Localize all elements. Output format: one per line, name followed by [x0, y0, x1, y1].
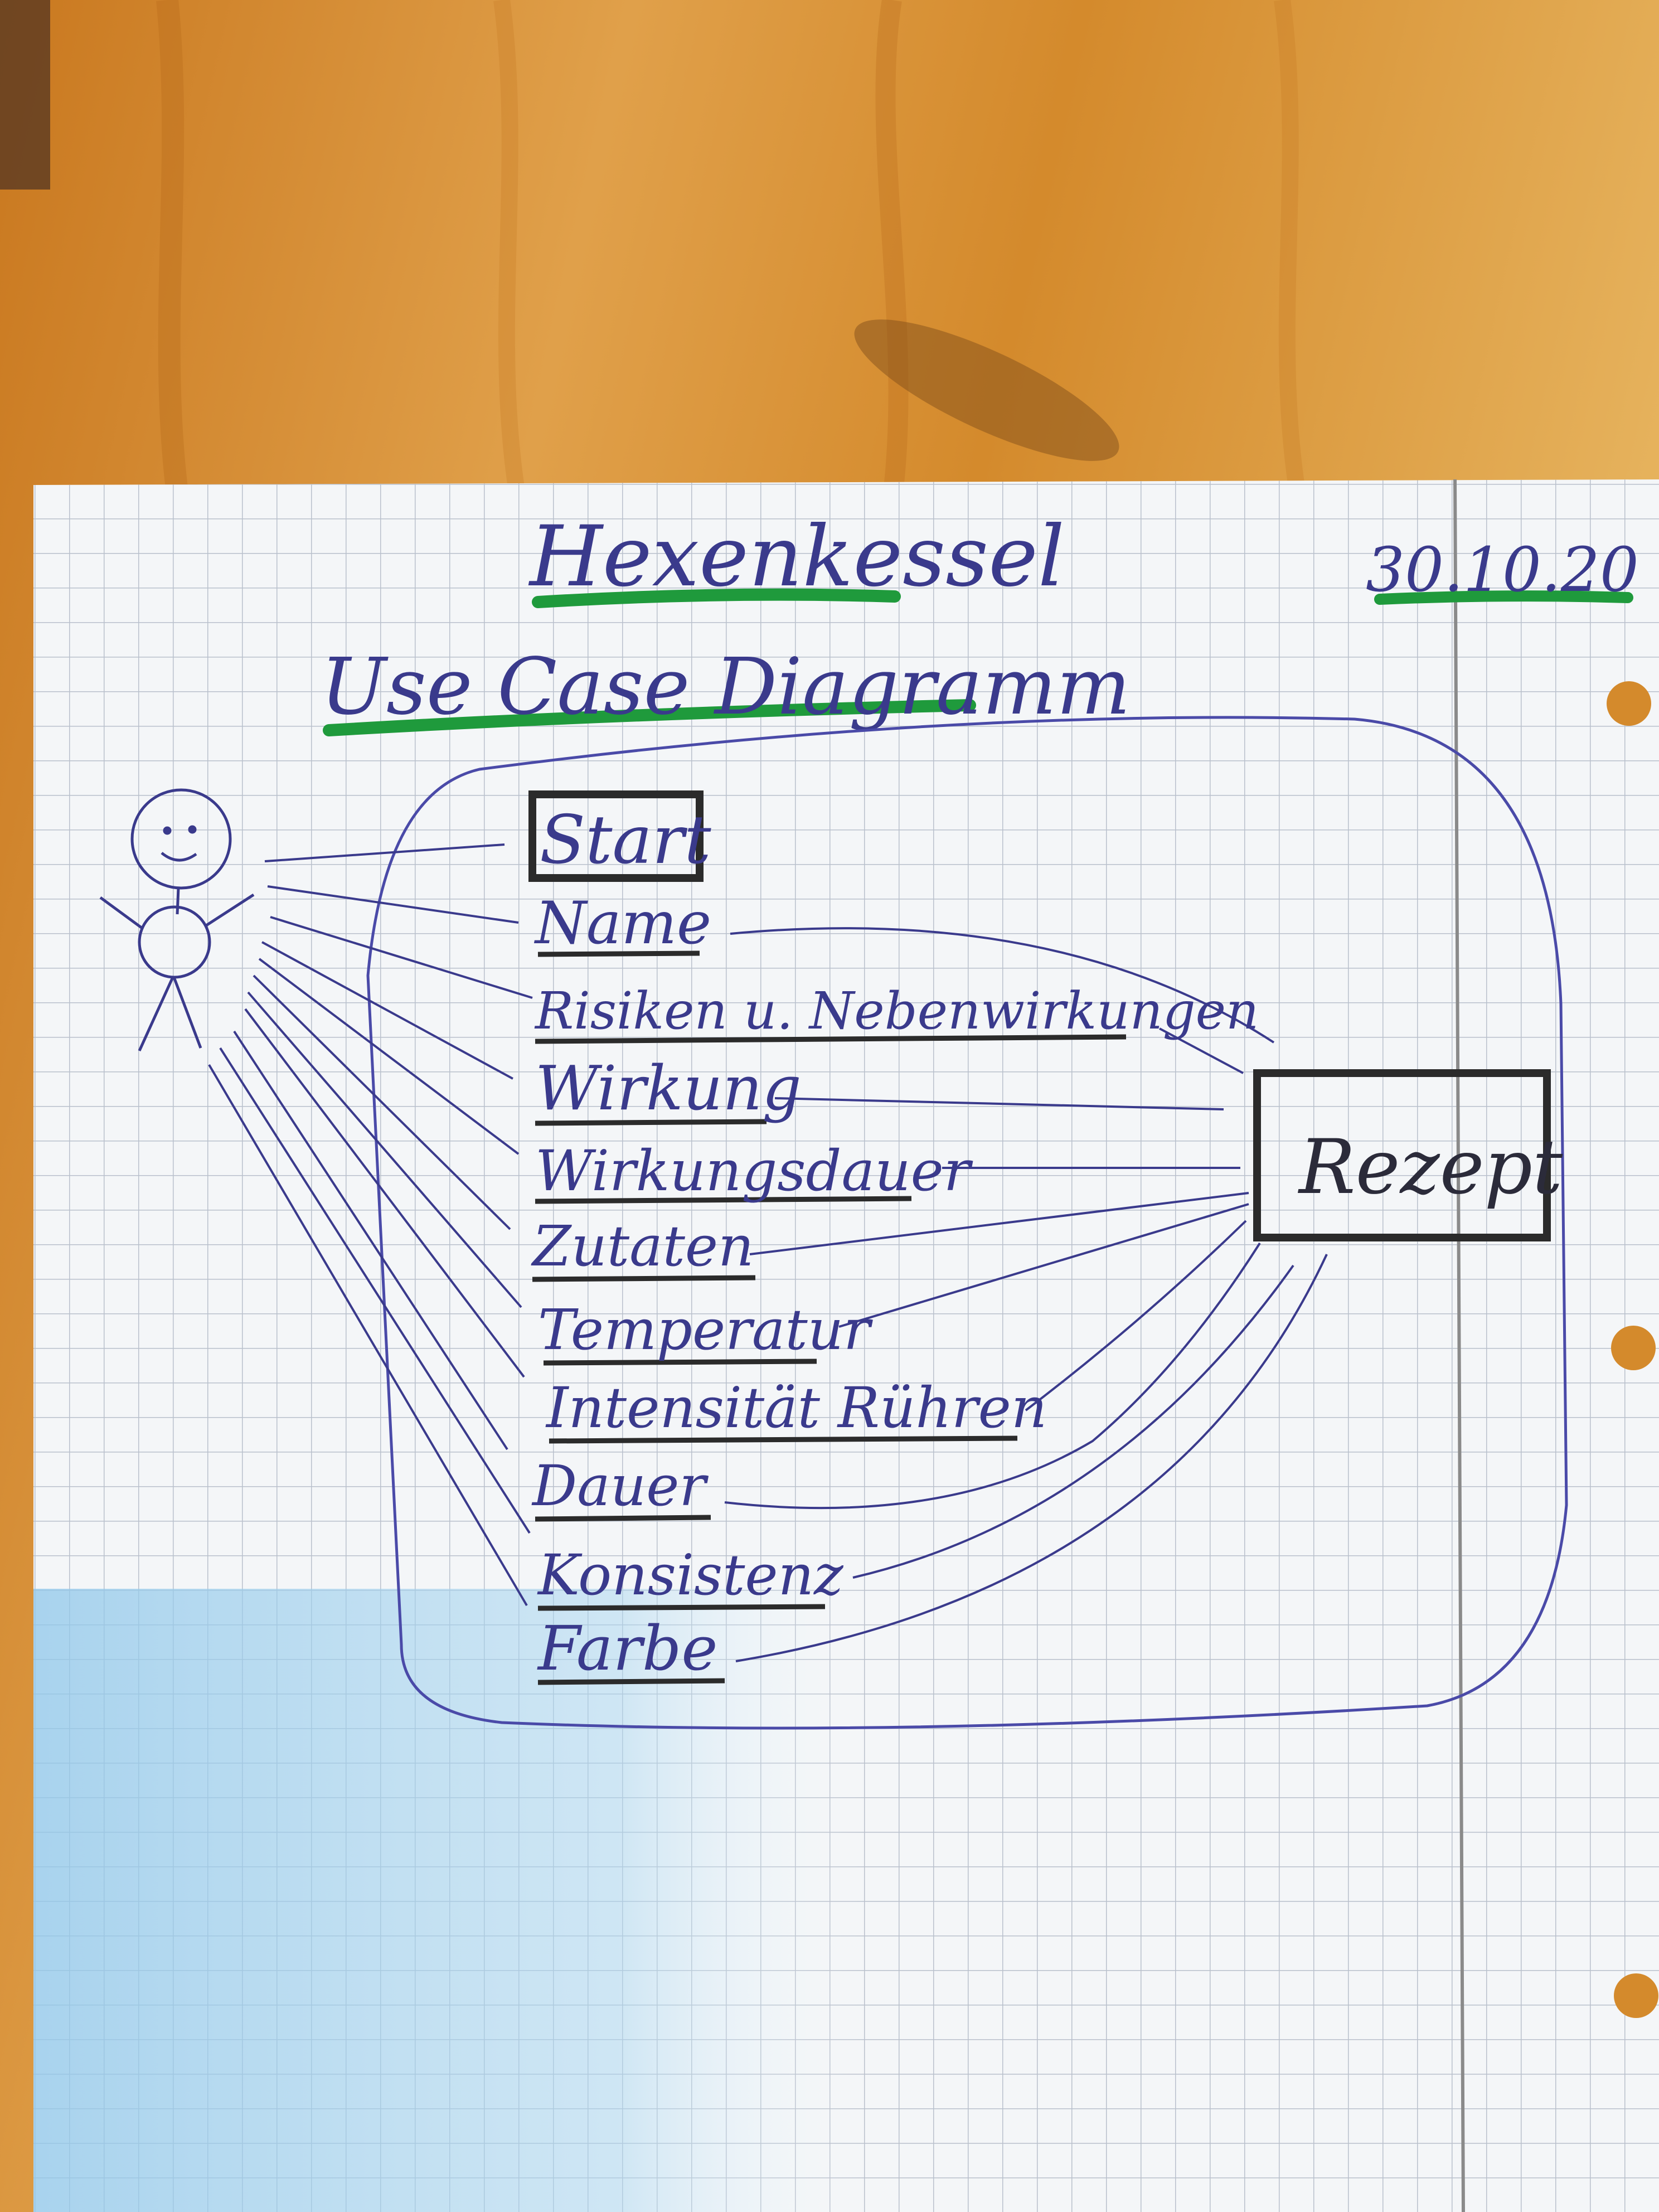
- use-case-start: Start: [540, 802, 711, 879]
- punch-hole: [1607, 681, 1651, 726]
- start-box: [528, 790, 704, 882]
- punch-hole: [1614, 1973, 1658, 2018]
- page-date: 30.10.20: [1366, 534, 1639, 605]
- use-case-dauer: Dauer: [531, 1453, 709, 1519]
- punch-hole: [1611, 1326, 1656, 1370]
- recipe-box: Rezept: [1253, 1069, 1563, 1241]
- use-case-konsistenz: Konsistenz: [537, 1542, 844, 1608]
- use-case-intensitaet-ruehren: Intensität Rühren: [545, 1375, 1047, 1440]
- recipe-box-label: Rezept: [1297, 1123, 1563, 1211]
- actor-associations: [208, 843, 533, 1607]
- actor-stick-figure: [99, 788, 255, 1052]
- diagram-subtitle: Use Case Diagramm: [321, 642, 1131, 733]
- use-case-zutaten: Zutaten: [531, 1214, 754, 1279]
- page-title: Hexenkessel: [528, 508, 1065, 605]
- use-case-risiken: Risiken u. Nebenwirkungen: [534, 981, 1259, 1041]
- use-case-name: Name: [533, 889, 711, 957]
- use-case-wirkungsdauer: Wirkungsdauer: [535, 1138, 973, 1204]
- use-case-list: Start Name Risiken u. Nebenwirkungen Wir…: [528, 790, 1259, 1685]
- system-boundary: [366, 716, 1568, 1730]
- headings: Hexenkessel 30.10.20 Use Case Diagramm: [321, 508, 1639, 736]
- use-case-wirkung: Wirkung: [535, 1052, 802, 1124]
- paper-sheet: [33, 479, 1659, 2212]
- use-case-temperatur: Temperatur: [538, 1297, 873, 1362]
- use-case-farbe: Farbe: [537, 1613, 718, 1684]
- recipe-associations: [724, 927, 1328, 1662]
